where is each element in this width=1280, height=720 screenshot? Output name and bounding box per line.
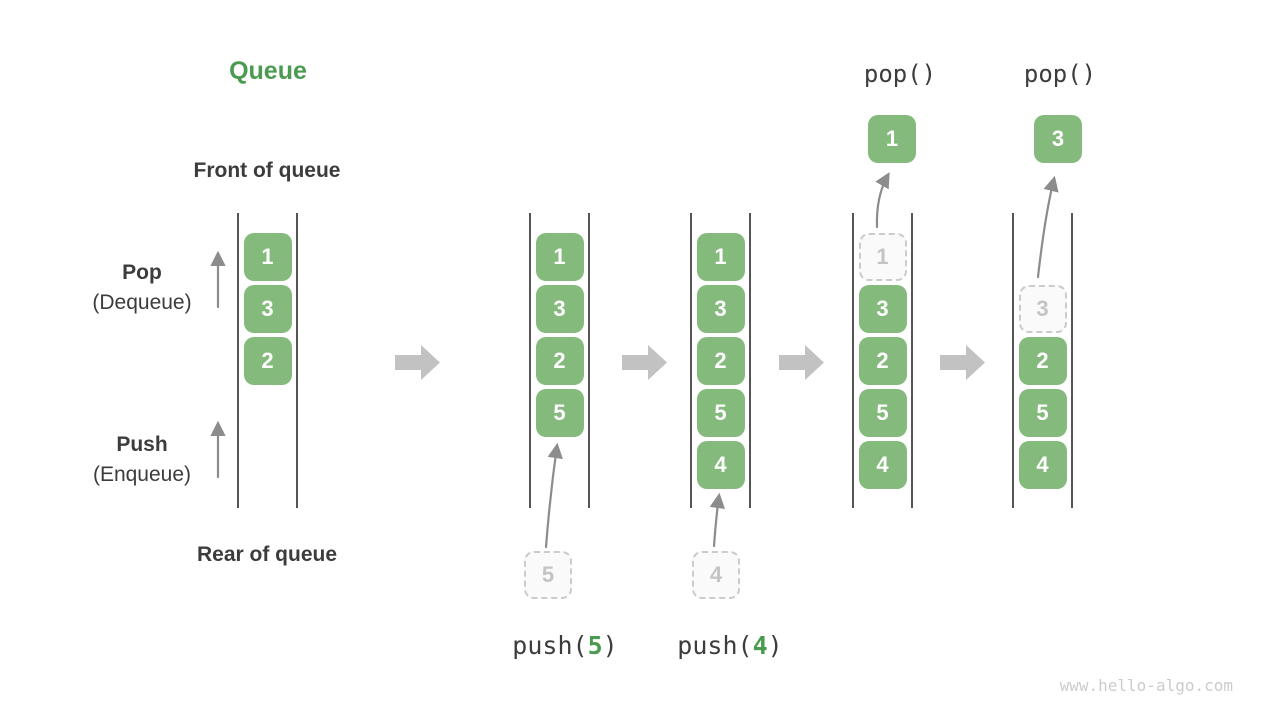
push-side-label-group: Push (Enqueue)	[62, 430, 222, 490]
queue-cell: 2	[696, 337, 745, 385]
step-arrow-icon-3	[779, 345, 824, 380]
dequeue-sublabel: (Dequeue)	[92, 291, 192, 314]
queue-cell: 3	[858, 285, 907, 333]
queue-cell: 1	[535, 233, 584, 281]
queue-cell: 5	[1018, 389, 1067, 437]
pop-label: Pop	[122, 261, 162, 284]
queue-cell: 5	[696, 389, 745, 437]
queue-cell-ghost: 3	[1018, 285, 1067, 333]
queue-cell: 2	[243, 337, 292, 385]
push-call-arg: 4	[752, 631, 768, 660]
queue-cell: 1	[243, 233, 292, 281]
pop-side-label-group: Pop (Dequeue)	[62, 258, 222, 318]
popped-value-box-2: 3	[1034, 115, 1082, 163]
queue-cell: 5	[535, 389, 584, 437]
queue-cell: 3	[243, 285, 292, 333]
queue-cell-ghost: 1	[858, 233, 907, 281]
step-arrow-icon-1	[395, 345, 440, 380]
queue-cell: 2	[535, 337, 584, 385]
push-label: Push	[116, 433, 168, 456]
watermark: www.hello-algo.com	[1059, 676, 1233, 695]
queue-cell: 2	[1018, 337, 1067, 385]
push-call-label-5: push(5)	[455, 631, 675, 660]
queue-cell: 2	[858, 337, 907, 385]
enqueue-sublabel: (Enqueue)	[92, 463, 192, 486]
queue-cell: 4	[696, 441, 745, 489]
queue-cell: 4	[858, 441, 907, 489]
push-call-arg: 5	[587, 631, 603, 660]
queue-cell: 4	[1018, 441, 1067, 489]
pop-call-label-2: pop()	[1023, 60, 1097, 88]
queue-cell: 1	[696, 233, 745, 281]
push-call-suffix: )	[767, 631, 783, 660]
queue-cell: 3	[696, 285, 745, 333]
push-call-label-4: push(4)	[620, 631, 840, 660]
front-of-queue-label: Front of queue	[193, 159, 341, 182]
rear-of-queue-label: Rear of queue	[196, 543, 338, 566]
diagram-title: Queue	[229, 57, 307, 85]
push-call-prefix: push(	[512, 631, 588, 660]
push-call-prefix: push(	[677, 631, 753, 660]
push-call-suffix: )	[602, 631, 618, 660]
queue-cell: 3	[535, 285, 584, 333]
push-ghost-box-4: 4	[692, 551, 740, 599]
push-ghost-box-5: 5	[524, 551, 572, 599]
queue-cell: 5	[858, 389, 907, 437]
popped-value-box-1: 1	[868, 115, 916, 163]
pop-call-label-1: pop()	[863, 60, 937, 88]
step-arrow-icon-4	[940, 345, 985, 380]
step-arrow-icon-2	[622, 345, 667, 380]
